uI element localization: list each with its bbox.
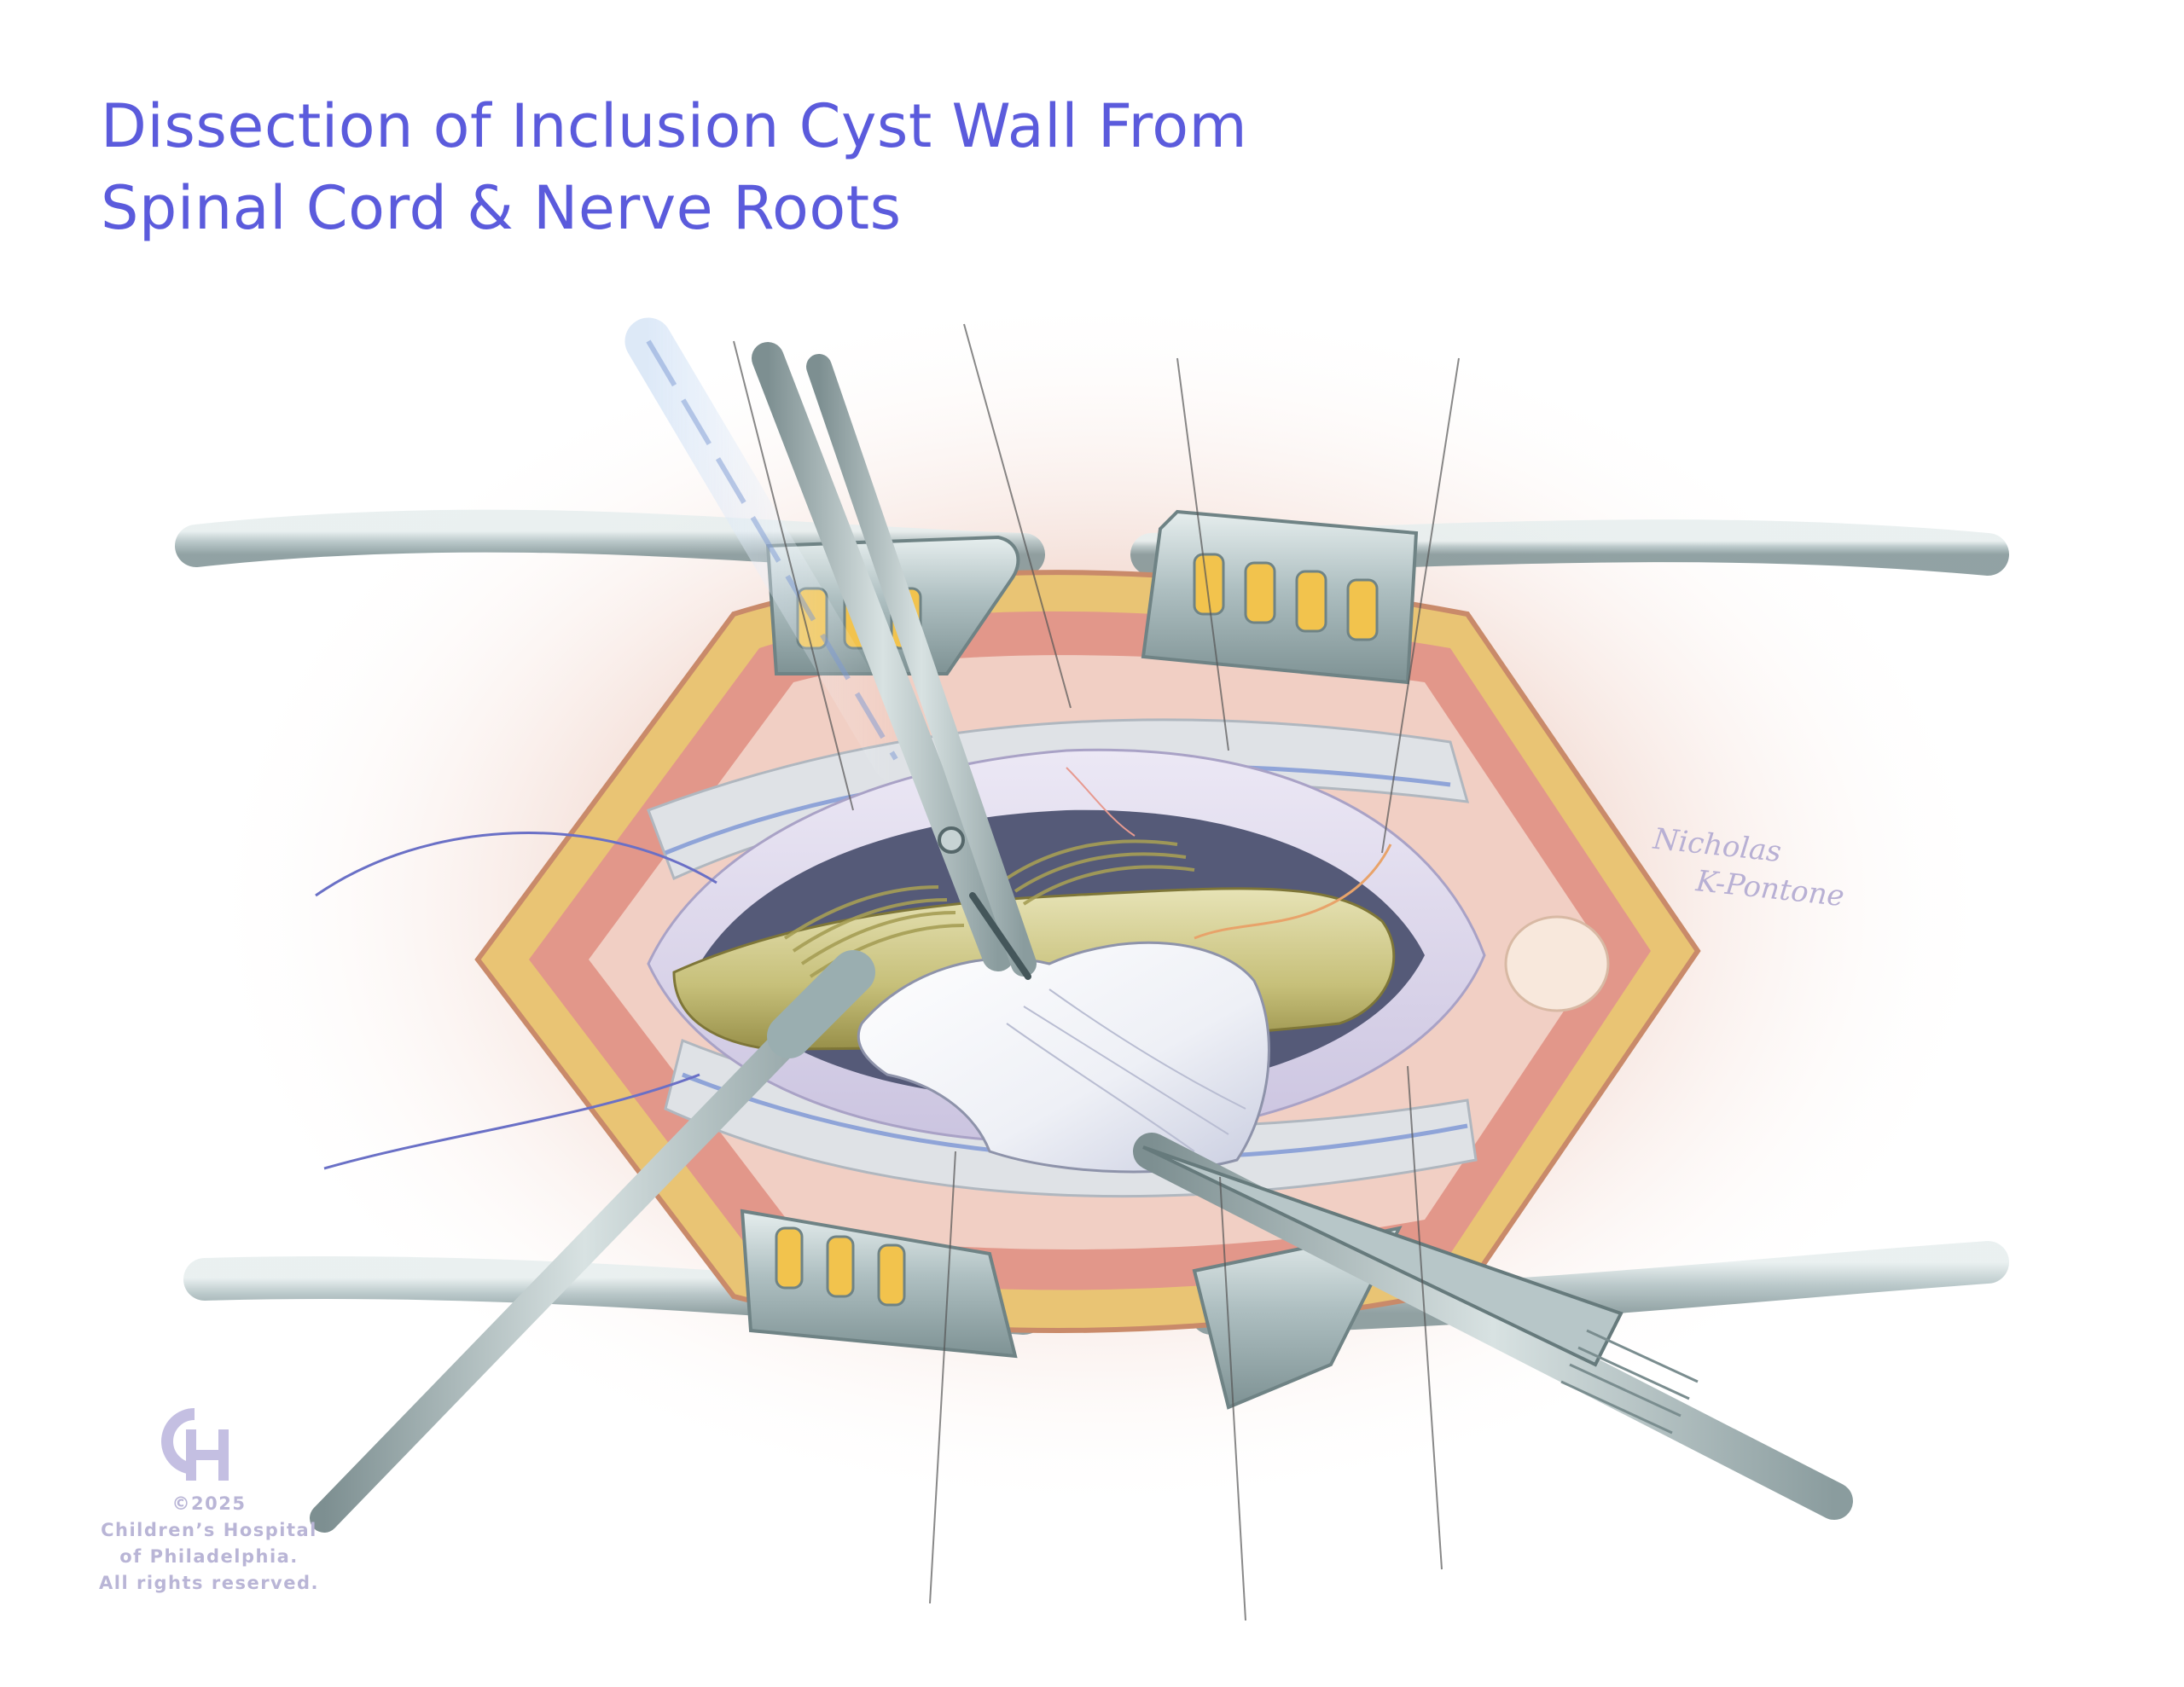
copyright-year: ©2025 [171, 1493, 247, 1514]
title-line-2: Spinal Cord & Nerve Roots [101, 173, 902, 243]
copyright-line-1: Children’s Hospital [101, 1520, 317, 1540]
title-line-1: Dissection of Inclusion Cyst Wall From [101, 91, 1248, 161]
copyright-line-3: All rights reserved. [99, 1573, 319, 1593]
copyright-notice: ©2025 Children’s Hospital of Philadelphi… [85, 1491, 333, 1597]
page-title: Dissection of Inclusion Cyst Wall From S… [101, 85, 1551, 249]
copyright-line-2: of Philadelphia. [119, 1546, 299, 1567]
chop-monogram-icon [161, 1408, 229, 1481]
